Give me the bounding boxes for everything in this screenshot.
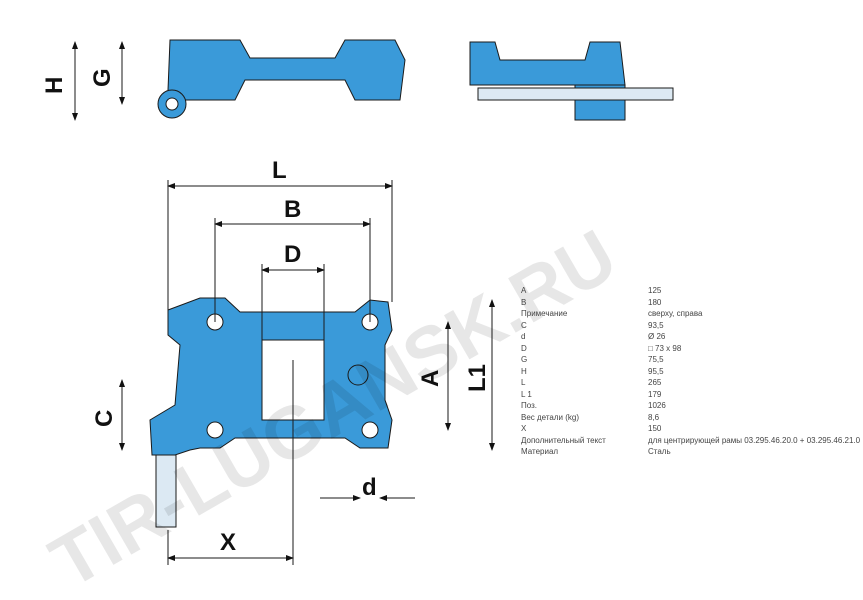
dimension-labels: H G L B D C A L1 d X (41, 68, 491, 556)
spec-row: G 75,5 (521, 354, 860, 366)
spec-value: 180 (648, 297, 662, 307)
spec-value: 179 (648, 389, 662, 399)
spec-label: X (521, 424, 527, 433)
spec-label: B (521, 297, 527, 307)
spec-row: L 265 (521, 377, 860, 389)
spec-row: Материал Сталь (521, 446, 860, 458)
spec-row: L 1 179 (521, 389, 860, 401)
spec-value: 93,5 (648, 320, 664, 330)
spec-row: A 125 (521, 285, 860, 297)
spec-row: B 180 (521, 297, 860, 309)
spec-row: X 150 (521, 423, 860, 435)
svg-text:d: d (362, 474, 377, 501)
spec-value: для центрирующей рамы 03.295.46.20.0 + 0… (648, 435, 861, 445)
spec-label: Материал (521, 447, 559, 456)
spec-label: G (521, 355, 528, 364)
spec-row: D □ 73 x 98 (521, 343, 860, 355)
svg-text:X: X (220, 529, 236, 556)
svg-text:G: G (89, 68, 116, 87)
spec-row: H 95,5 (521, 366, 860, 378)
spec-label: d (521, 332, 526, 341)
spec-label: A (521, 286, 527, 295)
spec-row: Примечание сверху, справа (521, 308, 860, 320)
spec-value: 95,5 (648, 366, 664, 376)
spec-value: 150 (648, 424, 662, 433)
svg-text:C: C (91, 410, 118, 427)
svg-text:A: A (417, 370, 444, 387)
spec-value: 75,5 (648, 355, 664, 364)
spec-value: 1026 (648, 401, 666, 410)
svg-text:L: L (272, 157, 287, 184)
spec-row: d Ø 26 (521, 331, 860, 343)
svg-text:D: D (284, 241, 301, 268)
spec-label: Поз. (521, 401, 537, 410)
spec-value: 8,6 (648, 412, 660, 422)
svg-text:B: B (284, 196, 301, 223)
spec-value: 125 (648, 286, 662, 295)
dimension-lines (72, 41, 495, 565)
spec-value: Ø 26 (648, 332, 666, 341)
spec-label: C (521, 320, 527, 330)
spec-label: H (521, 366, 527, 376)
spec-row: Дополнительный текст для центрирующей рам… (521, 435, 860, 447)
spec-row: C 93,5 (521, 320, 860, 332)
spec-label: D (521, 343, 527, 353)
svg-text:H: H (41, 77, 68, 94)
spec-label: L (521, 378, 526, 387)
spec-value: сверху, справа (648, 309, 703, 318)
side-view (157, 39, 406, 119)
spec-label: Вес детали (kg) (521, 412, 580, 422)
spec-value: 265 (648, 378, 662, 387)
spec-row: Вес детали (kg) 8,6 (521, 412, 860, 424)
spec-label: Примечание (521, 309, 568, 318)
spec-value: Сталь (648, 447, 671, 456)
svg-text:L1: L1 (464, 364, 491, 392)
spec-label: Дополнительный текст (521, 435, 606, 445)
spec-value: □ 73 x 98 (648, 343, 682, 353)
end-view (469, 41, 674, 121)
spec-row: Поз. 1026 (521, 400, 860, 412)
spec-label: L 1 (521, 389, 532, 399)
